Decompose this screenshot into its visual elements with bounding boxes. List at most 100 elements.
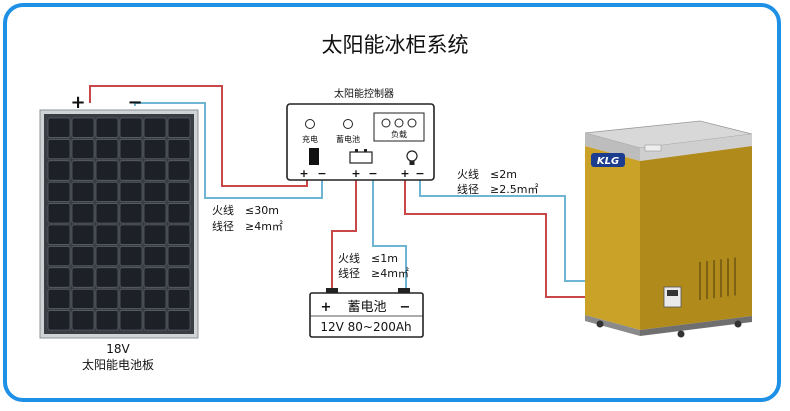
solar-cell xyxy=(143,267,167,288)
solar-cell xyxy=(167,224,191,245)
wire-freezer-live-spec: 火线 ≤2m xyxy=(457,167,517,181)
solar-cell xyxy=(47,139,71,160)
solar-cell xyxy=(143,310,167,331)
solar-cell xyxy=(143,139,167,160)
terminal-panel-plus: + xyxy=(299,167,308,180)
wire-panel-positive xyxy=(89,85,308,187)
solar-cell xyxy=(71,139,95,160)
wire-freezer-gauge-spec: 线径 ≥2.5m㎡ xyxy=(457,182,538,196)
charge-indicator xyxy=(305,119,315,129)
panel-plus-sign: + xyxy=(70,92,85,113)
solar-cell xyxy=(119,267,143,288)
wire-battery-gauge-spec: 线径 ≥4m㎡ xyxy=(338,266,409,280)
solar-cell xyxy=(143,160,167,181)
wire-panel-negative xyxy=(134,102,323,199)
solar-cell xyxy=(167,203,191,224)
solar-cell xyxy=(47,224,71,245)
wire-battery-positive xyxy=(331,170,357,290)
controller-label-load: 负载 xyxy=(391,129,407,139)
solar-cell xyxy=(47,117,71,138)
solar-cell xyxy=(119,181,143,202)
solar-cell xyxy=(71,181,95,202)
terminal-panel-minus: − xyxy=(317,167,326,180)
solar-cell xyxy=(95,160,119,181)
solar-cell xyxy=(167,117,191,138)
wire-load-negative xyxy=(419,170,601,282)
solar-cell xyxy=(71,288,95,309)
diagram-title: 太阳能冰柜系统 xyxy=(322,33,469,57)
solar-cell xyxy=(71,117,95,138)
storage-battery xyxy=(309,288,424,338)
solar-cell xyxy=(95,139,119,160)
solar-cell xyxy=(119,224,143,245)
solar-cell xyxy=(167,310,191,331)
solar-cell xyxy=(71,224,95,245)
solar-cell xyxy=(119,288,143,309)
solar-cell xyxy=(71,310,95,331)
solar-cell xyxy=(47,310,71,331)
solar-cell xyxy=(119,203,143,224)
wire-battery-live-spec: 火线 ≤1m xyxy=(338,251,398,265)
solar-cell xyxy=(95,117,119,138)
solar-cell xyxy=(95,224,119,245)
solar-cell xyxy=(47,288,71,309)
freezer-logo xyxy=(591,153,625,167)
panel-name: 太阳能电池板 xyxy=(82,357,154,372)
solar-cell xyxy=(143,288,167,309)
solar-cell xyxy=(71,267,95,288)
terminal-battery-plus: + xyxy=(351,167,360,180)
solar-cell xyxy=(167,246,191,267)
solar-cell xyxy=(167,160,191,181)
solar-cell xyxy=(95,267,119,288)
panel-voltage: 18V xyxy=(106,342,130,356)
solar-panel xyxy=(39,109,199,339)
solar-cell xyxy=(143,181,167,202)
wire-panel-gauge-spec: 线径 ≥4m㎡ xyxy=(212,219,283,233)
freezer-brand: KLG xyxy=(597,156,619,167)
solar-cell xyxy=(47,181,71,202)
solar-cell xyxy=(119,160,143,181)
solar-cell xyxy=(143,246,167,267)
solar-cell xyxy=(95,310,119,331)
solar-cell xyxy=(119,310,143,331)
solar-cells xyxy=(47,117,191,331)
solar-cell xyxy=(71,160,95,181)
solar-cell xyxy=(143,117,167,138)
solar-cell xyxy=(95,203,119,224)
solar-cell xyxy=(167,267,191,288)
solar-controller: 充电 蓄电池 负载 + − + − + − xyxy=(286,103,435,181)
wire-panel-live-spec: 火线 ≤30m xyxy=(212,203,279,217)
solar-cell xyxy=(71,203,95,224)
solar-cell xyxy=(47,203,71,224)
solar-cell xyxy=(47,246,71,267)
battery-minus-sign: − xyxy=(400,300,411,315)
solar-cell xyxy=(95,181,119,202)
solar-cell xyxy=(119,139,143,160)
battery-symbol-icon xyxy=(349,149,373,164)
solar-cell xyxy=(167,139,191,160)
battery-plus-sign: + xyxy=(321,300,332,315)
terminal-battery-minus: − xyxy=(368,167,377,180)
terminal-load-minus: − xyxy=(415,167,424,180)
wire-load-positive xyxy=(404,170,601,298)
battery-spec: 12V 80~200Ah xyxy=(320,320,411,334)
solar-cell xyxy=(119,246,143,267)
solar-cell xyxy=(71,246,95,267)
panel-minus-sign: − xyxy=(127,92,142,113)
solar-cell xyxy=(95,288,119,309)
solar-cell xyxy=(95,246,119,267)
controller-label-battery: 蓄电池 xyxy=(336,134,360,144)
freezer-vent-grille xyxy=(699,257,736,300)
panel-input-icon xyxy=(309,148,319,165)
solar-cell xyxy=(167,288,191,309)
controller-title: 太阳能控制器 xyxy=(334,87,394,100)
solar-cell xyxy=(143,224,167,245)
battery-indicator xyxy=(343,119,353,129)
bulb-icon xyxy=(406,150,418,165)
solar-cell xyxy=(47,267,71,288)
wire-battery-negative xyxy=(372,170,407,290)
solar-cell xyxy=(47,160,71,181)
solar-cell xyxy=(143,203,167,224)
controller-label-charge: 充电 xyxy=(302,134,318,144)
